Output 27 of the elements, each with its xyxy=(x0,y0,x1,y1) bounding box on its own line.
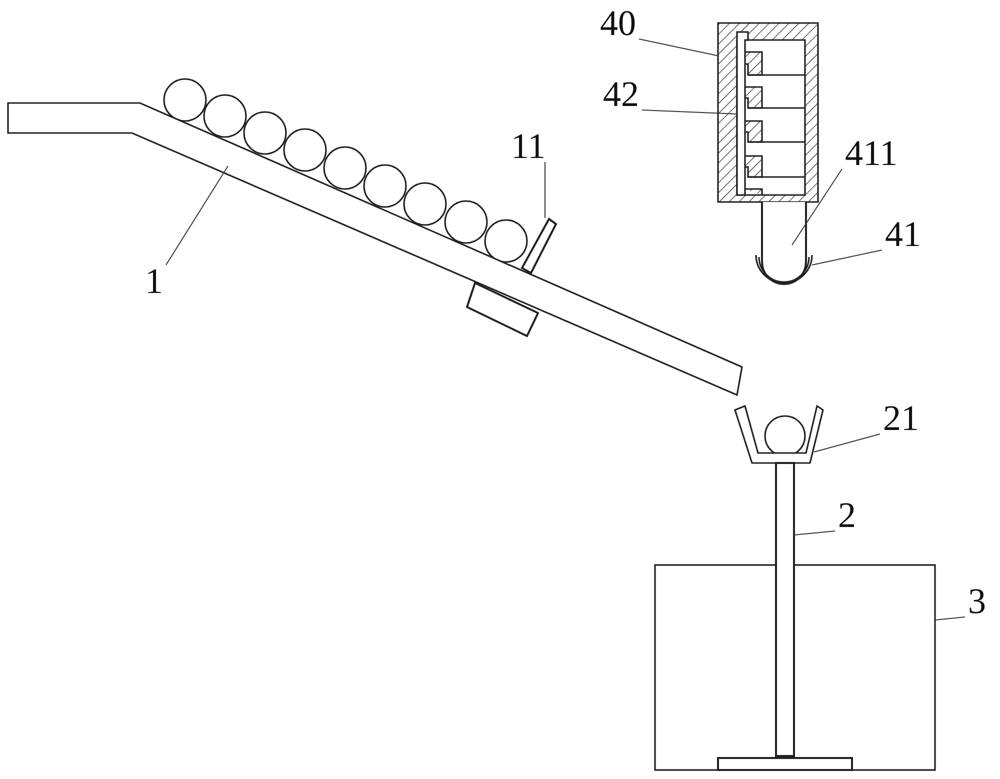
callout-number: 21 xyxy=(883,400,919,436)
leader-line xyxy=(794,530,836,536)
rod xyxy=(775,462,796,757)
callout-number: 11 xyxy=(511,128,546,164)
hatched-housing xyxy=(717,22,819,203)
stop-plate xyxy=(520,217,557,275)
leader-line xyxy=(934,616,966,620)
callout-number: 42 xyxy=(603,76,639,112)
leader-line xyxy=(638,38,720,56)
box xyxy=(654,564,936,771)
callout-number: 2 xyxy=(838,497,856,533)
leader-line xyxy=(812,250,882,266)
slot-comb xyxy=(735,30,765,198)
cradle xyxy=(734,404,824,464)
leader-line xyxy=(814,434,880,452)
callout-number: 411 xyxy=(845,135,898,171)
leader-line xyxy=(544,162,546,218)
callout-number: 3 xyxy=(968,583,986,619)
leader-line xyxy=(792,168,842,246)
callout-number: 41 xyxy=(885,216,921,252)
tube xyxy=(761,201,807,286)
leader-line xyxy=(642,110,738,114)
callout-number: 40 xyxy=(600,5,636,41)
base-plate xyxy=(717,757,853,771)
callout-number: 1 xyxy=(145,263,163,299)
mount-block xyxy=(466,282,539,338)
leader-line xyxy=(166,166,228,266)
